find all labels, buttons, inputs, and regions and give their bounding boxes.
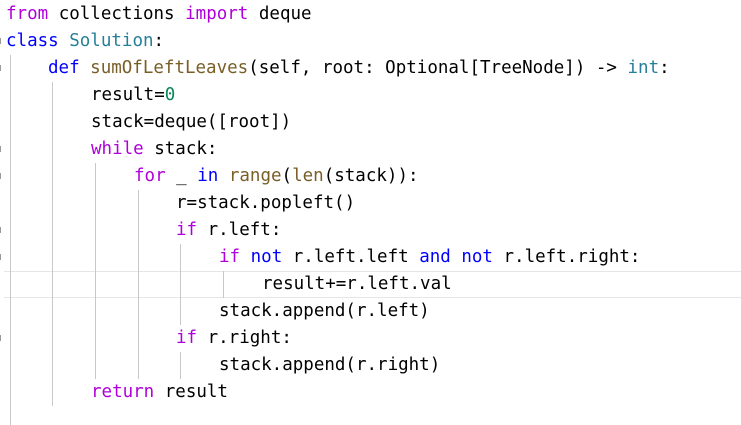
indent-guide xyxy=(95,163,96,379)
code-token: int xyxy=(627,58,660,78)
code-token: Solution xyxy=(69,31,154,51)
code-line[interactable]: stack=deque([root]) xyxy=(91,109,291,136)
code-token: _ xyxy=(165,166,198,186)
code-line[interactable]: def sumOfLeftLeaves(self, root: Optional… xyxy=(48,55,670,82)
code-token xyxy=(451,247,462,267)
code-token: r.left.right: xyxy=(492,247,641,267)
indent-guide xyxy=(138,190,139,379)
code-token: (self, root: Optional[TreeNode]) -> xyxy=(248,58,628,78)
code-line[interactable]: while stack: xyxy=(91,136,217,163)
code-token: result xyxy=(154,382,228,402)
code-line[interactable]: for _ in range(len(stack)): xyxy=(134,163,419,190)
indent-guide xyxy=(10,55,11,406)
code-token xyxy=(218,166,229,186)
code-token: class xyxy=(6,31,59,51)
code-line[interactable]: result=0 xyxy=(91,82,175,109)
code-token: if xyxy=(176,328,198,348)
code-line[interactable]: class Solution: xyxy=(6,28,164,55)
code-token: stack: xyxy=(143,139,218,159)
code-token: in xyxy=(197,166,219,186)
code-line[interactable]: stack.append(r.right) xyxy=(219,352,440,379)
code-token: r.right: xyxy=(197,328,292,348)
code-token: len xyxy=(292,166,324,186)
code-token: not xyxy=(461,247,493,267)
code-token: def xyxy=(48,58,80,78)
code-token: if xyxy=(176,220,198,240)
code-token: result= xyxy=(91,85,165,105)
code-token: return xyxy=(91,382,155,402)
code-token: if xyxy=(219,247,241,267)
code-token: stack.append(r.right) xyxy=(219,355,441,375)
code-token: : xyxy=(153,31,165,51)
code-token: ( xyxy=(281,166,293,186)
indent-guide xyxy=(10,406,11,425)
current-line-highlight xyxy=(4,271,741,298)
code-token: (stack)): xyxy=(323,166,419,186)
code-line[interactable]: return result xyxy=(91,379,228,406)
code-token: deque xyxy=(248,4,312,24)
code-token: collections xyxy=(48,4,186,24)
code-token: result+=r.left.val xyxy=(262,274,452,294)
fold-marker[interactable] xyxy=(0,38,1,44)
code-token: : xyxy=(659,58,670,78)
code-token: and xyxy=(419,247,451,267)
code-token: not xyxy=(250,247,283,267)
code-token: r.left.left xyxy=(282,247,420,267)
code-token: from xyxy=(6,4,49,24)
indent-guide xyxy=(180,244,181,325)
code-token xyxy=(240,247,251,267)
fold-marker[interactable] xyxy=(0,146,1,152)
fold-marker[interactable] xyxy=(0,173,1,179)
code-line[interactable]: if r.left: xyxy=(176,217,281,244)
code-token: range xyxy=(228,166,282,186)
code-token: stack=deque([root]) xyxy=(91,112,292,132)
code-token xyxy=(80,58,91,78)
code-token: for xyxy=(134,166,166,186)
code-line[interactable]: stack.append(r.left) xyxy=(219,298,430,325)
code-line[interactable]: r=stack.popleft() xyxy=(176,190,355,217)
fold-marker[interactable] xyxy=(0,65,1,71)
code-token: 0 xyxy=(164,85,176,105)
fold-marker[interactable] xyxy=(0,335,1,341)
code-line[interactable]: if r.right: xyxy=(176,325,292,352)
code-token xyxy=(59,31,70,51)
indent-guide xyxy=(223,271,224,298)
code-token: while xyxy=(91,139,144,159)
indent-guide xyxy=(180,352,181,379)
code-token: import xyxy=(185,4,249,24)
fold-marker[interactable] xyxy=(0,254,1,260)
code-token: r=stack.popleft() xyxy=(176,193,356,213)
code-token: sumOfLeftLeaves xyxy=(90,58,249,78)
code-token: r.left: xyxy=(197,220,282,240)
code-line[interactable]: result+=r.left.val xyxy=(262,271,452,298)
editor-gutter[interactable] xyxy=(0,0,2,425)
fold-marker[interactable] xyxy=(0,227,1,233)
code-token: stack.append(r.left) xyxy=(219,301,430,321)
code-line[interactable]: from collections import deque xyxy=(6,1,312,28)
indent-guide xyxy=(52,82,53,406)
code-line[interactable]: if not r.left.left and not r.left.right: xyxy=(219,244,640,271)
